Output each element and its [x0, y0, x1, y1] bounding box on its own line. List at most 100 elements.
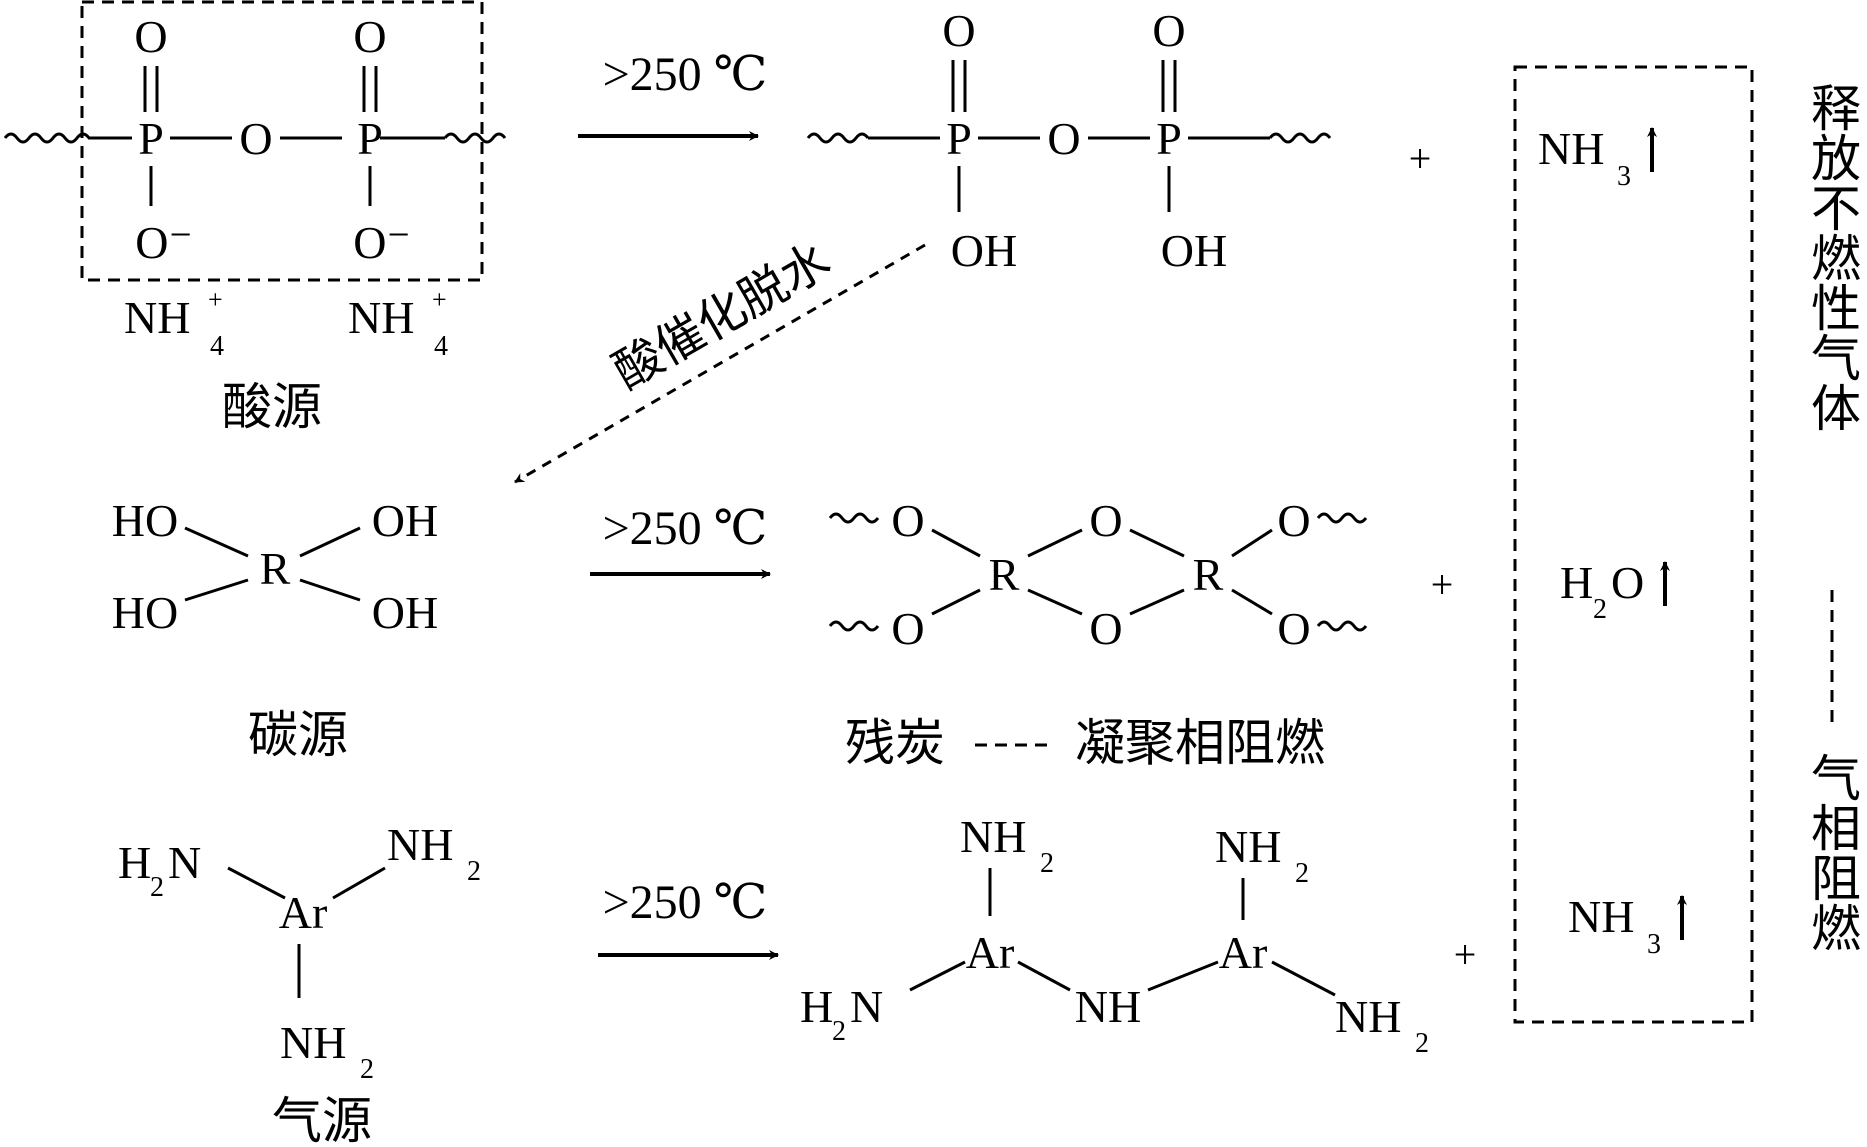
oxygen-atom: O	[891, 603, 924, 654]
phosphorus-atom: P	[357, 113, 383, 164]
acid-catalysis-arrow	[514, 243, 926, 484]
svg-text:NH: NH	[960, 811, 1026, 862]
wavy-bond	[828, 620, 880, 632]
polyphosphoric-acid-product: O O P O P OH OH	[806, 5, 1332, 276]
phosphorus-atom: P	[1156, 113, 1182, 164]
r-group: R	[1193, 549, 1224, 600]
bond	[931, 528, 981, 558]
svg-text:NH: NH	[1335, 991, 1401, 1042]
svg-text:2: 2	[150, 872, 164, 903]
plus-sign: +	[1454, 932, 1477, 977]
condensed-amine-product: NH 2 Ar H 2 N NH NH 2 Ar NH 2	[800, 811, 1429, 1059]
residual-char-structure: O O R O O R O O	[828, 495, 1368, 654]
temperature-label: >250 ℃	[603, 48, 768, 101]
oxygen-atom: O	[1277, 603, 1310, 654]
amino-group: NH 2	[280, 1017, 374, 1085]
wavy-bond	[1268, 132, 1332, 144]
temperature-label: >250 ℃	[603, 502, 768, 555]
amino-group: H 2 N	[118, 837, 201, 903]
acid-source-dashed-box	[80, 0, 484, 282]
svg-text:NH: NH	[387, 819, 453, 870]
oxygen-atom: O	[1089, 495, 1122, 546]
oxygen-atom: O	[1047, 113, 1080, 164]
oxygen-atom: O	[1089, 603, 1122, 654]
svg-text:2: 2	[467, 856, 481, 887]
bond	[1231, 588, 1273, 616]
bond	[299, 526, 361, 558]
oxygen-atom: O	[1152, 5, 1185, 56]
wavy-bond	[828, 512, 880, 524]
svg-text:NH: NH	[280, 1017, 346, 1068]
svg-text:+: +	[432, 285, 447, 314]
svg-text:2: 2	[1593, 594, 1607, 625]
imino-group: NH	[1075, 981, 1141, 1032]
phosphorus-atom: P	[138, 113, 164, 164]
oxygen-atom: O	[239, 113, 272, 164]
amino-group: NH 2	[960, 811, 1054, 879]
bond	[1231, 528, 1273, 558]
wavy-bond	[443, 132, 507, 144]
wavy-bond	[1316, 512, 1368, 524]
bond	[1271, 960, 1336, 997]
residual-carbon-label: 残炭	[845, 714, 945, 772]
bond	[931, 588, 981, 616]
bond	[909, 960, 966, 992]
bond	[184, 578, 249, 602]
oxygen-atom: O	[134, 11, 167, 62]
svg-text:2: 2	[1040, 848, 1054, 879]
svg-text:NH: NH	[1215, 821, 1281, 872]
release-gas-label: 释放不燃性气体	[1803, 82, 1861, 432]
svg-text:N: N	[850, 981, 883, 1032]
svg-text:2: 2	[360, 1054, 374, 1085]
temperature-label: >250 ℃	[603, 876, 768, 929]
svg-text:N: N	[168, 837, 201, 888]
oxygen-atom: O	[942, 5, 975, 56]
nonflammable-gas-dashed-box	[1513, 65, 1754, 1024]
hydroxyl-group: OH	[372, 495, 438, 546]
bond	[1129, 588, 1185, 616]
bond	[332, 866, 386, 900]
phosphorus-atom: P	[946, 113, 972, 164]
gas-source-label: 气源	[272, 1092, 372, 1147]
aryl-group: Ar	[279, 887, 328, 938]
svg-text:NH: NH	[348, 292, 414, 343]
water-vapor: H 2 O	[1560, 557, 1670, 625]
bond	[1017, 960, 1071, 992]
oxygen-atom: O	[1277, 495, 1310, 546]
ammonium-ion: NH + 4	[348, 285, 448, 362]
svg-text:NH: NH	[124, 292, 190, 343]
svg-text:+: +	[208, 285, 223, 314]
ammonia-gas: NH 3	[1568, 891, 1687, 960]
bond	[227, 866, 286, 900]
oxygen-anion: O⁻	[353, 217, 411, 268]
bond	[299, 578, 361, 602]
carbon-source-label: 碳源	[248, 706, 348, 764]
acid-source-structure: O O P O P O⁻ O⁻ NH + 4 NH + 4	[3, 0, 507, 362]
oxygen-atom: O	[353, 11, 386, 62]
plus-sign: +	[1431, 562, 1454, 607]
aryl-group: Ar	[1219, 927, 1268, 978]
bond	[184, 526, 249, 558]
aryl-group: Ar	[966, 927, 1015, 978]
acid-source-label: 酸源	[222, 378, 322, 436]
carbon-source-structure: HO OH R HO OH	[112, 495, 438, 638]
oxygen-atom: O	[891, 495, 924, 546]
svg-text:2: 2	[832, 1016, 846, 1047]
ammonium-ion: NH + 4	[124, 285, 224, 362]
gas-source-structure: H 2 N NH 2 Ar NH 2	[118, 819, 481, 1085]
bond	[1027, 528, 1083, 558]
svg-text:NH: NH	[1568, 891, 1634, 942]
svg-text:2: 2	[1415, 1028, 1429, 1059]
svg-text:O: O	[1611, 557, 1644, 608]
oxygen-anion: O⁻	[135, 217, 193, 268]
ammonia-gas: NH 3	[1538, 123, 1657, 192]
hydroxyl-group: HO	[112, 495, 178, 546]
svg-text:H: H	[800, 981, 833, 1032]
bond	[1129, 528, 1185, 558]
wavy-bond	[3, 132, 91, 144]
svg-text:NH: NH	[1538, 123, 1604, 174]
r-group: R	[260, 543, 291, 594]
svg-text:3: 3	[1647, 929, 1661, 960]
bond	[1027, 588, 1083, 616]
